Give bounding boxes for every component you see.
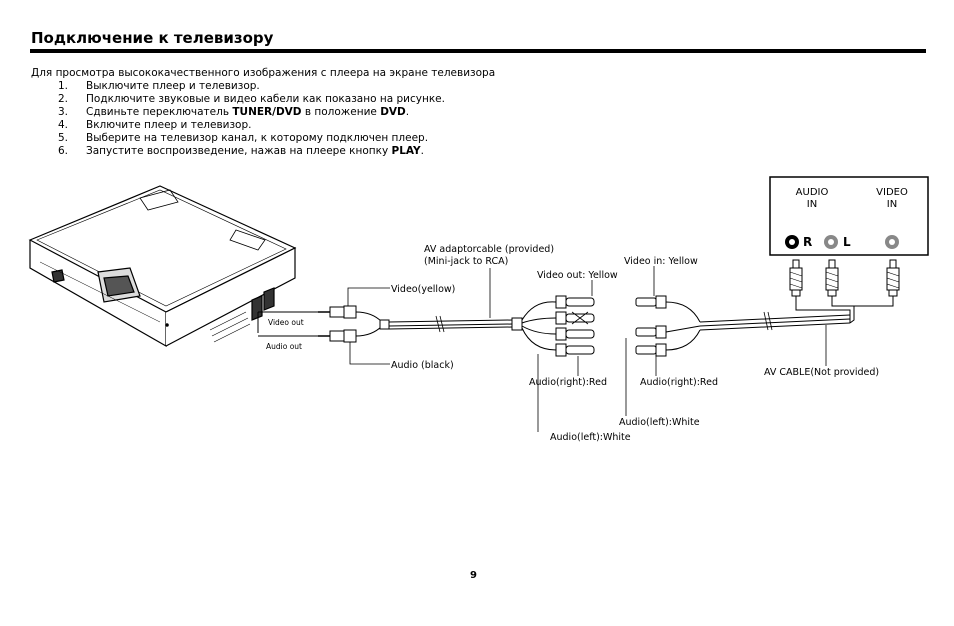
step-item: 6.Запустите воспроизведение, нажав на пл…	[58, 145, 424, 157]
step-item: 5.Выберите на телевизор канал, к котором…	[58, 132, 429, 144]
player-audio-out-label: Audio out	[266, 342, 302, 351]
player-video-out-label: Video out	[268, 318, 304, 327]
audio-left-white-label: Audio(left):White	[550, 432, 631, 443]
adaptor-cable-label: (Mini-jack to RCA)	[424, 256, 508, 267]
audio-right-red-label: Audio(right):Red	[529, 377, 607, 388]
video-yellow-label: Video(yellow)	[391, 284, 455, 295]
step-item: 1.Выключите плеер и телевизор.	[58, 80, 260, 92]
leader-lines	[347, 266, 827, 432]
audio-left-white-label: Audio(left):White	[619, 417, 700, 428]
page-number: 9	[470, 570, 477, 581]
adaptor-cable-graphic	[257, 295, 595, 357]
tv-video-in-label: VIDEO	[876, 187, 908, 198]
tv-input-panel: AUDIO IN VIDEO IN R L	[769, 176, 929, 256]
steps-list: 1.Выключите плеер и телевизор. 2.Подключ…	[58, 80, 445, 158]
av-cable-label: AV CABLE(Not provided)	[764, 367, 879, 378]
page-title: Подключение к телевизору	[31, 29, 274, 47]
video-in-yellow-label: Video in: Yellow	[624, 256, 698, 267]
video-out-yellow-label: Video out: Yellow	[537, 270, 618, 281]
adaptor-cable-label: AV adaptorcable (provided)	[424, 244, 554, 255]
tv-audio-in-label: AUDIO	[796, 187, 829, 198]
intro-text: Для просмотра высококачественного изобра…	[31, 67, 496, 79]
dvd-player-illustration	[28, 185, 297, 348]
tv-r-label: R	[803, 235, 812, 249]
step-item: 3.Сдвиньте переключатель TUNER/DVD в пол…	[58, 106, 410, 118]
av-cable-graphic	[635, 259, 900, 357]
audio-right-red-label: Audio(right):Red	[640, 377, 718, 388]
tv-video-in-label: IN	[887, 199, 897, 210]
tv-audio-in-label: IN	[807, 199, 817, 210]
title-rule	[30, 49, 926, 53]
audio-black-label: Audio (black)	[391, 360, 454, 371]
step-item: 4.Включите плеер и телевизор.	[58, 119, 252, 131]
diagram-labels: Video out Audio out Video(yellow) Audio …	[266, 244, 879, 443]
tv-l-label: L	[843, 235, 851, 249]
step-item: 2.Подключите звуковые и видео кабели как…	[58, 93, 445, 105]
